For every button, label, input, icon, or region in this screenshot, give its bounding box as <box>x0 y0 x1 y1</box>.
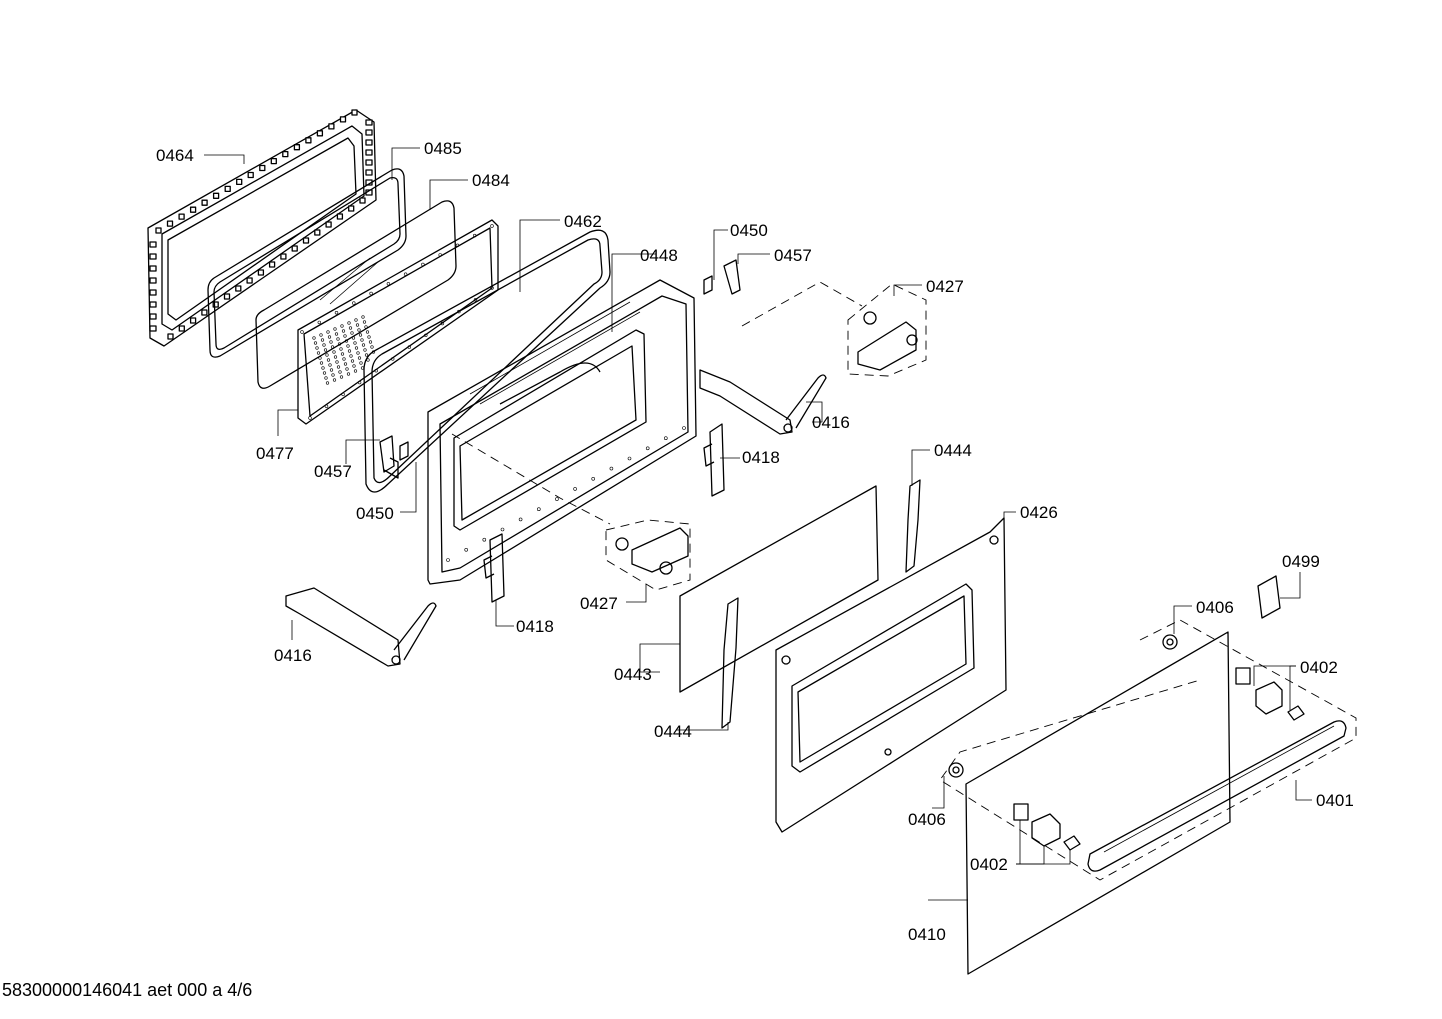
part-0457-bracket-left <box>379 435 399 479</box>
label-0418-mid: 0418 <box>516 617 554 636</box>
label-0401: 0401 <box>1316 791 1354 810</box>
part-0410-outer-door-glass <box>965 631 1231 975</box>
leader-dashed-mid <box>451 433 611 525</box>
part-0457-bracket-top <box>723 259 741 295</box>
part-0418-hinge-support-left <box>483 533 505 603</box>
part-0448-inner-door-frame <box>427 279 697 585</box>
document-id: 58300000146041 aet 000 a 4/6 <box>2 980 253 1000</box>
part-0450-clip-left <box>399 441 409 461</box>
label-0464: 0464 <box>156 146 194 165</box>
part-0418-hinge-support-right <box>703 423 725 497</box>
label-0427-top: 0427 <box>926 277 964 296</box>
part-0416-hinge-left <box>285 587 437 667</box>
label-0416-left: 0416 <box>274 646 312 665</box>
label-0448: 0448 <box>640 246 678 265</box>
part-0450-clip-top <box>703 275 713 295</box>
label-0402-right: 0402 <box>1300 658 1338 677</box>
gasket-teeth <box>149 109 373 340</box>
part-0406-end-cap-top <box>1162 634 1178 650</box>
label-0406-bottom: 0406 <box>908 810 946 829</box>
label-0499: 0499 <box>1282 552 1320 571</box>
part-0499-label <box>1257 575 1281 619</box>
label-0406-top: 0406 <box>1196 598 1234 617</box>
part-labels: 0464 0485 0484 0462 0448 0450 0457 0427 … <box>156 139 1354 944</box>
part-0406-end-cap-bottom <box>948 762 964 778</box>
label-0457-left: 0457 <box>314 462 352 481</box>
perforation-holes <box>300 224 494 420</box>
part-0416-hinge-right <box>699 369 827 435</box>
label-0410: 0410 <box>908 925 946 944</box>
leader-lines <box>204 147 1312 901</box>
label-0477: 0477 <box>256 444 294 463</box>
part-0401-handle <box>1087 720 1347 872</box>
part-0427-latch-top <box>847 283 927 377</box>
label-0450-top: 0450 <box>730 221 768 240</box>
part-0462-inner-seal <box>363 229 611 493</box>
label-0457-top: 0457 <box>774 246 812 265</box>
label-0426: 0426 <box>1020 503 1058 522</box>
label-0444-top: 0444 <box>934 441 972 460</box>
leader-dashed-top <box>741 281 863 327</box>
label-0443: 0443 <box>614 665 652 684</box>
label-0444-bottom: 0444 <box>654 722 692 741</box>
frame-screw-holes <box>446 426 686 562</box>
label-0450-left: 0450 <box>356 504 394 523</box>
part-0485-seal <box>207 168 407 358</box>
part-0444-strip-bottom <box>721 597 739 729</box>
part-0484-glass <box>255 200 457 389</box>
handle-dashed-outline <box>939 619 1357 881</box>
label-0484: 0484 <box>472 171 510 190</box>
part-0426-inner-door <box>775 517 1007 833</box>
label-0485: 0485 <box>424 139 462 158</box>
label-0418-right: 0418 <box>742 448 780 467</box>
label-0462: 0462 <box>564 212 602 231</box>
part-0402-mount-right <box>1235 667 1305 721</box>
label-0427-mid: 0427 <box>580 594 618 613</box>
label-0402-bottom: 0402 <box>970 855 1008 874</box>
part-0464-door-frame-gasket <box>147 109 377 347</box>
label-0416-right: 0416 <box>812 413 850 432</box>
part-0444-strip-top <box>905 479 921 573</box>
part-0402-mount-bottom <box>1013 803 1081 851</box>
part-0427-latch-mid <box>605 519 691 591</box>
part-0443-glass-panel <box>679 485 879 693</box>
